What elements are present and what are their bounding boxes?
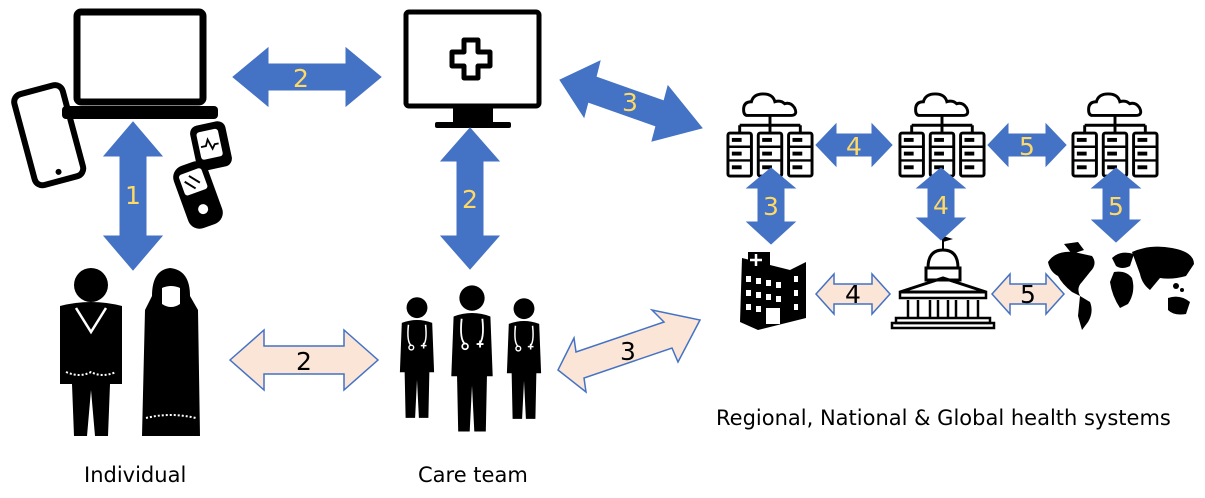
- smartwatch-icon: [190, 121, 232, 171]
- arrow-number: 4: [933, 191, 949, 220]
- arrow-individual-careteam: 2: [228, 328, 380, 392]
- smartphone-icon: [11, 82, 87, 189]
- arrow-monitor-careteam: 2: [439, 127, 501, 270]
- arrow-careteam-systems: 3: [557, 308, 702, 394]
- doctor-icon: [506, 297, 542, 420]
- arrow-devices-individual: 1: [102, 121, 164, 271]
- arrow-number: 1: [125, 181, 141, 210]
- doctor-icon: [450, 284, 494, 433]
- arrow-number: 2: [293, 64, 309, 93]
- world-map-icon: [1048, 242, 1194, 330]
- doctor-icon: [399, 296, 435, 419]
- arrow-hospital-government: 4: [814, 272, 892, 316]
- arrow-number: 3: [763, 192, 779, 221]
- cloud-server-icon: [726, 92, 814, 178]
- arrow-number: 5: [1020, 280, 1036, 309]
- arrow-cloud-world: 5: [1090, 167, 1142, 243]
- government-building-icon: [890, 236, 996, 330]
- caption-care-team: Care team: [418, 463, 528, 487]
- arrow-monitor-cloud: 3: [559, 60, 703, 142]
- laptop-icon: [62, 8, 218, 119]
- arrow-cloud-government: 4: [915, 167, 967, 241]
- cloud-server-icon: [898, 92, 986, 178]
- hospital-icon: [740, 252, 806, 330]
- arrow-number: 3: [620, 337, 636, 366]
- arrow-government-world: 5: [990, 272, 1066, 316]
- arrow-number: 3: [622, 88, 638, 117]
- arrow-cloud-hospital: 3: [745, 167, 797, 245]
- arrow-laptop-monitor: 2: [232, 46, 382, 108]
- caption-health-systems: Regional, National & Global health syste…: [716, 406, 1171, 430]
- medical-monitor-icon: [403, 9, 542, 128]
- arrow-number: 5: [1019, 132, 1035, 161]
- arrow-number: 2: [296, 347, 312, 376]
- arrow-number: 4: [845, 280, 861, 309]
- man-icon: [60, 268, 122, 436]
- arrow-number: 5: [1108, 192, 1124, 221]
- arrow-number: 2: [462, 185, 478, 214]
- caption-individual: Individual: [84, 463, 187, 487]
- arrow-cloud-regional-national: 4: [815, 122, 893, 168]
- arrow-number: 4: [846, 132, 862, 161]
- cloud-server-icon: [1071, 92, 1159, 178]
- arrow-cloud-national-global: 5: [987, 122, 1067, 168]
- woman-icon: [142, 268, 200, 436]
- glucometer-icon: [173, 161, 223, 229]
